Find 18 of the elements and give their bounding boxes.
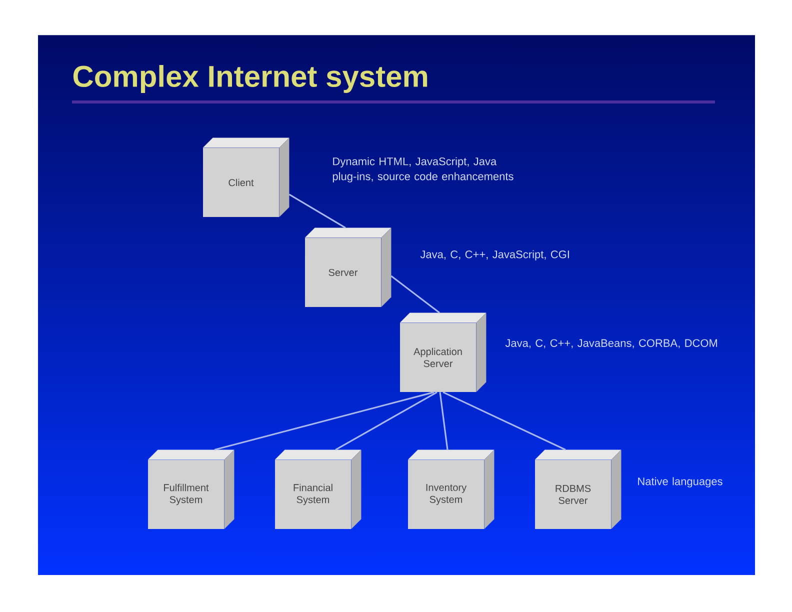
annotation-text: Java, C, C++, JavaScript, CGI — [420, 250, 569, 260]
cube-box: Client — [202, 138, 290, 218]
connector-line — [214, 391, 434, 451]
cube-box: Server — [304, 228, 392, 308]
connector-line — [335, 391, 438, 450]
cube-box: Application Server — [400, 312, 486, 392]
annotation-text: Native languages — [638, 477, 722, 488]
cube-box: Fulfillment System — [148, 450, 234, 530]
cube-box: Inventory System — [408, 450, 494, 530]
slide-title: Complex Internet system — [73, 65, 428, 93]
connector-line — [439, 392, 448, 450]
cube-box: Financial System — [274, 450, 362, 530]
connector-line — [442, 391, 566, 450]
cube-box: RDBMS Server — [534, 450, 622, 530]
connector-line — [288, 194, 346, 228]
connector-line — [390, 275, 440, 314]
annotation-text: Java, C, C++, JavaBeans, CORBA, DCOM — [505, 339, 717, 348]
annotation-text: Dynamic HTML, JavaScript, Java plug-ins, source code enhancements — [332, 157, 514, 182]
